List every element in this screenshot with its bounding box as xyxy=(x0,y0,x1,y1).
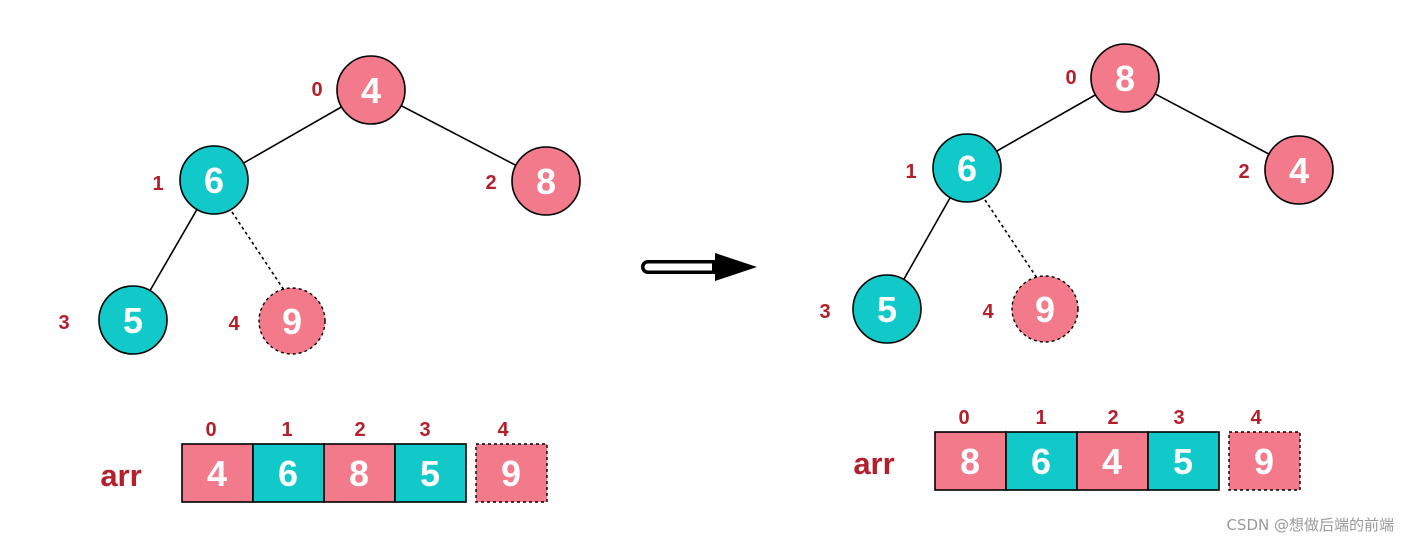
array-index: 2 xyxy=(354,419,365,441)
array-cell-value: 6 xyxy=(278,453,298,494)
tree-edge-1-4-dashed xyxy=(984,199,1042,285)
array-after: arr 8 6 4 5 9 0 1 2 3 4 xyxy=(853,407,1301,491)
array-cell-value: 9 xyxy=(501,453,521,494)
tree-node-circle xyxy=(852,274,922,344)
tree-node-dashed: 9 4 xyxy=(228,287,326,355)
tree-node-circle xyxy=(179,145,249,215)
tree-node-index: 2 xyxy=(1238,161,1249,183)
tree-edge-1-4-dashed xyxy=(231,211,289,297)
tree-node-circle xyxy=(1264,135,1334,205)
array-cell xyxy=(1005,431,1078,491)
tree-node-value: 8 xyxy=(1115,58,1135,99)
array-before: arr 4 6 8 5 9 0 1 2 3 4 xyxy=(100,419,548,503)
array-cell xyxy=(323,443,396,503)
tree-node-index: 1 xyxy=(905,161,916,183)
array-index: 4 xyxy=(1250,407,1262,429)
array-cell-value: 8 xyxy=(960,441,980,482)
tree-node-index: 1 xyxy=(152,173,163,195)
tree-node-circle xyxy=(258,287,326,355)
array-cell xyxy=(252,443,325,503)
array-label: arr xyxy=(853,446,894,481)
tree-node: 5 3 xyxy=(58,285,168,355)
tree-node-dashed: 9 4 xyxy=(982,275,1079,343)
array-cell-dashed xyxy=(475,443,548,503)
array-cell xyxy=(1076,431,1149,491)
tree-node-value: 5 xyxy=(877,289,897,330)
array-index: 1 xyxy=(1035,407,1046,429)
tree-node-value: 4 xyxy=(361,70,381,111)
tree-node-circle xyxy=(1090,43,1160,113)
tree-node-value: 6 xyxy=(957,148,977,189)
tree-node: 4 2 xyxy=(1238,135,1334,205)
array-cell-dashed xyxy=(1228,431,1301,491)
tree-node: 5 3 xyxy=(819,274,922,344)
array-cell-value: 5 xyxy=(420,453,440,494)
tree-node-value: 9 xyxy=(282,301,302,342)
array-index: 1 xyxy=(281,419,292,441)
array-label: arr xyxy=(100,458,141,493)
tree-node: 4 0 xyxy=(311,55,406,125)
array-index: 2 xyxy=(1107,407,1118,429)
tree-node-index: 3 xyxy=(58,312,69,334)
tree-node-value: 9 xyxy=(1035,289,1055,330)
array-cell xyxy=(394,443,467,503)
tree-node-value: 8 xyxy=(536,161,556,202)
tree-node-circle xyxy=(511,146,581,216)
array-cell xyxy=(1147,431,1220,491)
tree-node-circle xyxy=(932,133,1002,203)
tree-node-circle xyxy=(336,55,406,125)
watermark: CSDN @想做后端的前端 xyxy=(1226,516,1394,534)
tree-node: 8 0 xyxy=(1065,43,1160,113)
tree-node-circle xyxy=(98,285,168,355)
tree-node-index: 4 xyxy=(982,301,994,323)
tree-node-circle xyxy=(1011,275,1079,343)
tree-node: 8 2 xyxy=(485,146,581,216)
array-index: 0 xyxy=(958,407,969,429)
array-index: 4 xyxy=(497,419,509,441)
array-index: 0 xyxy=(205,419,216,441)
tree-node-value: 4 xyxy=(1289,150,1309,191)
array-index: 3 xyxy=(419,419,430,441)
tree-node-value: 5 xyxy=(123,300,143,341)
array-cell-value: 4 xyxy=(207,453,227,494)
tree-node-value: 6 xyxy=(204,160,224,201)
array-cell-value: 4 xyxy=(1102,441,1122,482)
array-cell-value: 6 xyxy=(1031,441,1051,482)
tree-node-index: 0 xyxy=(1065,67,1076,89)
array-index: 3 xyxy=(1173,407,1184,429)
tree-before: 4 0 6 1 8 2 5 3 9 4 xyxy=(58,55,581,355)
array-cell-value: 9 xyxy=(1254,441,1274,482)
tree-node-index: 3 xyxy=(819,301,830,323)
array-cell-value: 8 xyxy=(349,453,369,494)
tree-after: 8 0 6 1 4 2 5 3 9 4 xyxy=(819,43,1334,344)
tree-node: 6 1 xyxy=(905,133,1002,203)
tree-node-index: 2 xyxy=(485,172,496,194)
array-cell-value: 5 xyxy=(1173,441,1193,482)
tree-node-index: 0 xyxy=(311,79,322,101)
tree-node-index: 4 xyxy=(228,313,240,335)
right-arrow-icon xyxy=(641,253,757,281)
tree-node: 6 1 xyxy=(152,145,249,215)
